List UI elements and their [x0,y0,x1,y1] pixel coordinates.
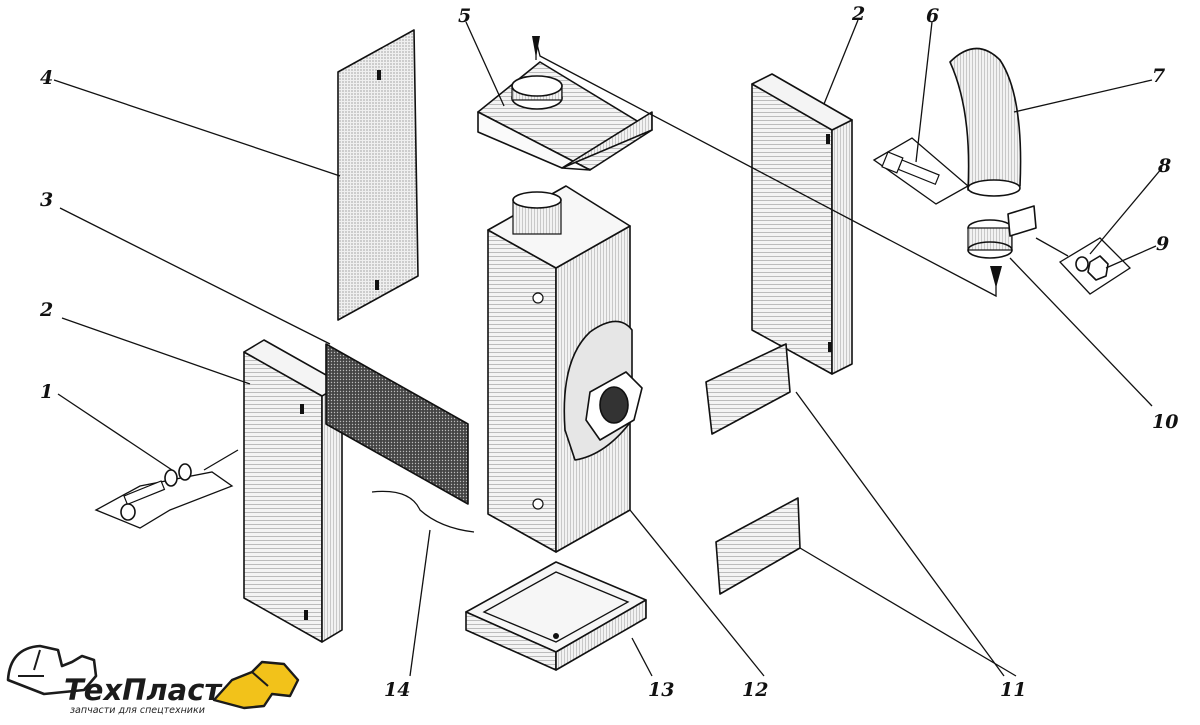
callout-numbers: 1 2 2 3 4 5 6 7 8 9 10 11 12 13 14 [39,3,1178,701]
callout-7: 7 [1152,65,1165,87]
callout-11: 11 [1000,679,1026,701]
callout-4: 4 [40,67,53,89]
callout-5: 5 [458,5,471,27]
muffler-body-part-12 [487,185,643,553]
clamp-part-10 [967,205,1037,259]
callout-8: 8 [1157,155,1171,177]
callout-2-right: 2 [851,3,865,25]
bolt-washer-set-part-1 [94,463,234,529]
bolt-part-6 [872,137,970,205]
logo-brand-text: ТехПласт [64,673,223,707]
excavator-right-icon [212,660,300,710]
callout-3: 3 [40,189,53,211]
side-panel-right-part-2 [751,73,853,375]
washer-nut-set-parts-8-9 [1058,237,1132,295]
logo-tagline: запчасти для спецтехники [70,705,205,716]
callout-10: 10 [1152,411,1178,433]
callout-2-left: 2 [39,299,53,321]
callout-6: 6 [926,5,939,27]
callout-13: 13 [648,679,674,701]
small-plate-upper-part-11 [705,343,791,435]
callout-14: 14 [384,679,410,701]
bottom-tray-part-13 [465,561,647,671]
exhaust-elbow-part-7 [949,47,1022,197]
assembly-arrow-line [532,36,1002,298]
small-plate-lower-part-11 [715,497,801,595]
callout-9: 9 [1156,233,1169,255]
leader-lines [53,19,1163,677]
techplast-logo: ТехПласт запчасти для спецтехники [6,644,300,716]
cover-plate-part-4 [337,29,419,321]
gasket-sheet-part-14 [371,490,475,533]
callout-12: 12 [742,679,768,701]
callout-1: 1 [40,381,53,403]
excavator-left-icon [6,644,98,696]
side-panel-left-part-2 [243,339,343,643]
filter-mat-part-3 [325,343,469,505]
top-lid-part-5 [477,61,653,171]
